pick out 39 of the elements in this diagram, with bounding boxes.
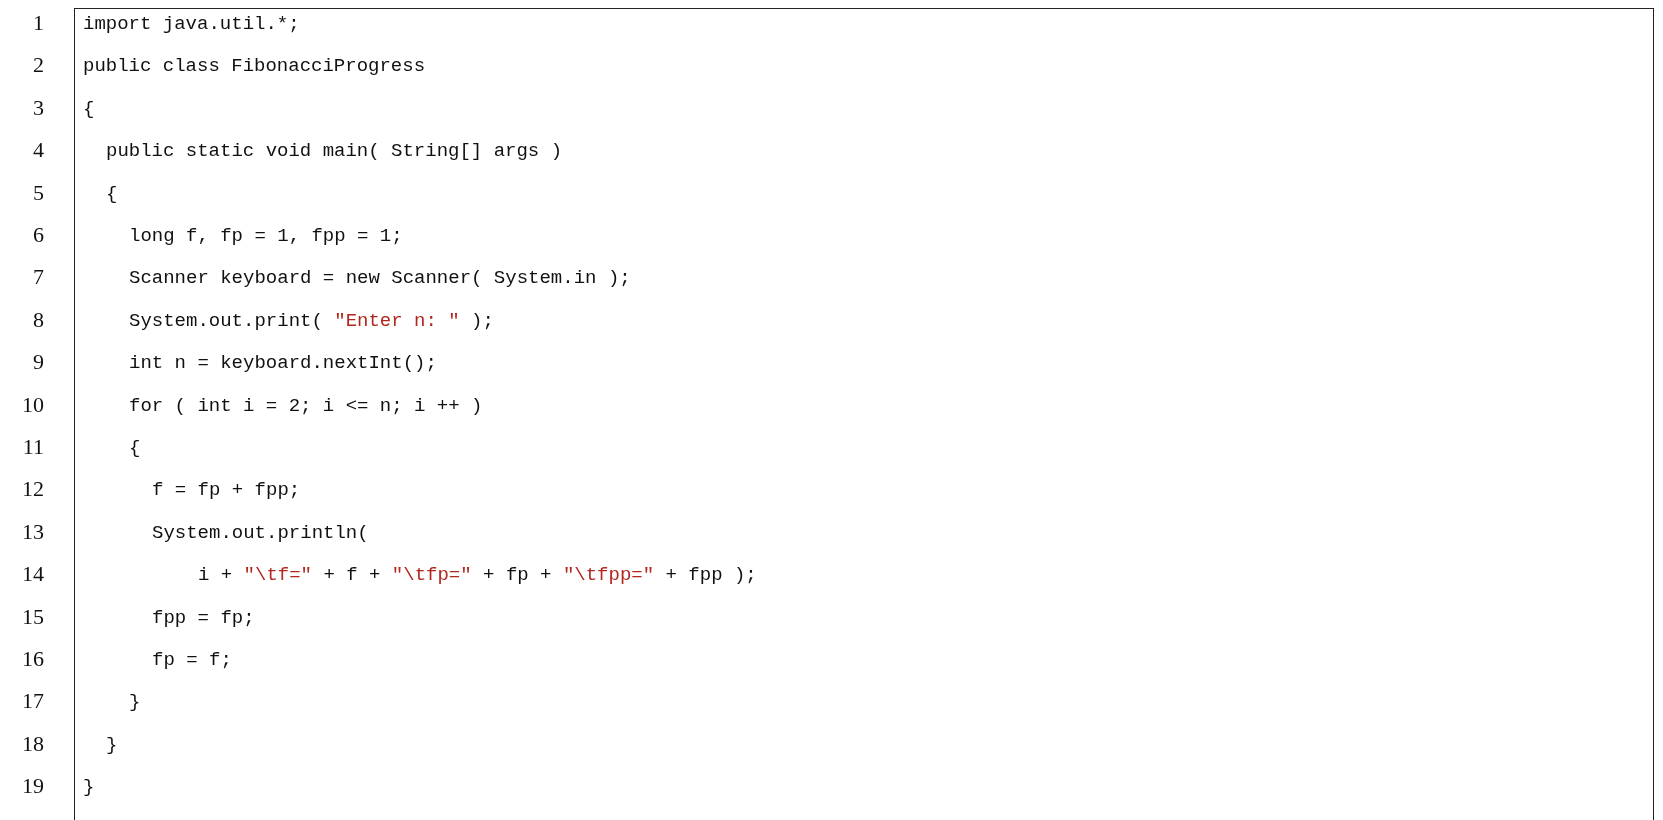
line-number: 12 — [21, 476, 44, 503]
code-line: Scanner keyboard = new Scanner( System.in ); — [129, 266, 631, 292]
line-number: 18 — [21, 730, 44, 757]
code-line: i + "\tf=" + f + "\tfp=" + fp + "\tfpp=" + fpp ); — [198, 563, 757, 589]
code-line: fp = f; — [152, 648, 232, 673]
line-number: 6 — [32, 222, 44, 248]
code-line: { — [106, 181, 118, 207]
line-number: 2 — [32, 52, 44, 79]
line-number: 15 — [21, 603, 44, 630]
code-line: System.out.print( "Enter n: " ); — [129, 308, 494, 334]
line-number: 4 — [32, 137, 44, 164]
line-number: 3 — [32, 94, 44, 121]
line-number: 8 — [32, 306, 44, 333]
line-number: 9 — [32, 349, 44, 376]
line-number: 1 — [32, 10, 44, 36]
code-line: import java.util.*; — [83, 12, 300, 37]
code-line: System.out.println( — [152, 520, 369, 546]
line-number: 13 — [21, 518, 44, 545]
code-listing-frame — [74, 8, 1654, 820]
code-line: } — [106, 732, 118, 758]
line-number: 16 — [21, 646, 44, 672]
code-line: public class FibonacciProgress — [83, 54, 426, 80]
line-number: 10 — [21, 391, 44, 418]
code-line: { — [83, 96, 95, 122]
code-line: fpp = fp; — [152, 605, 255, 631]
code-line: long f, fp = 1, fpp = 1; — [129, 224, 403, 249]
code-line: f = fp + fpp; — [152, 478, 301, 504]
code-line: public static void main( String[] args ) — [106, 139, 563, 165]
code-line: } — [83, 775, 95, 801]
code-line: for ( int i = 2; i <= n; i ++ ) — [129, 393, 483, 419]
line-number: 11 — [21, 434, 44, 460]
line-number: 19 — [21, 773, 44, 800]
code-line: { — [129, 436, 141, 461]
code-line: } — [129, 690, 141, 716]
code-line: int n = keyboard.nextInt(); — [129, 351, 437, 377]
line-number: 17 — [21, 688, 44, 715]
line-number: 7 — [32, 264, 44, 291]
line-number: 5 — [32, 179, 44, 206]
line-number: 14 — [21, 561, 44, 588]
